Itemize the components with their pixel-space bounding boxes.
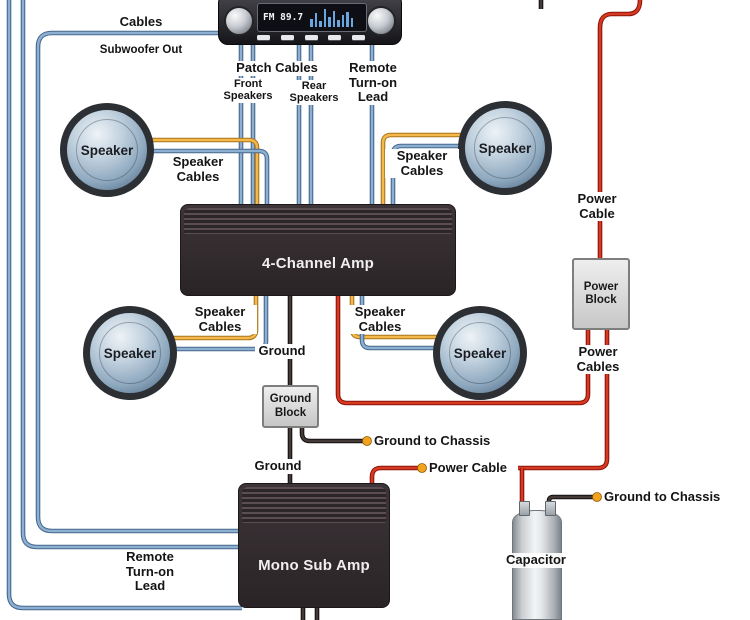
- label-ground-upper: Ground: [255, 343, 309, 359]
- wire-ground-block-to-chassis: [299, 427, 363, 444]
- wire-ground-capacitor-to-chassis: [547, 495, 593, 505]
- label-speaker-cables-rear-left: Speaker Cables: [183, 304, 257, 335]
- four-channel-amp: 4-Channel Amp: [180, 204, 456, 296]
- radio-preset-buttons: [257, 35, 365, 40]
- eq-bar-icon: [332, 10, 336, 27]
- label-ground-to-chassis-2: Ground to Chassis: [604, 489, 721, 504]
- volume-knob-icon: [224, 6, 254, 36]
- eq-bar-icon: [310, 18, 313, 27]
- ground-chassis-dot-1-icon: [362, 436, 372, 446]
- wire-ground-block-to-chassis: [300, 427, 363, 443]
- speaker-rear-right: Speaker: [433, 306, 527, 400]
- label-capacitor: Capacitor: [497, 552, 575, 568]
- label-power-cable-top: Power Cable: [565, 191, 629, 222]
- ground-chassis-dot-2-icon: [592, 492, 602, 502]
- speaker-front-left: Speaker: [60, 103, 154, 197]
- capacitor-negative-terminal: [545, 501, 556, 516]
- radio-button-icon: [328, 35, 342, 40]
- label-power-cables: Power Cables: [566, 344, 630, 375]
- four-channel-amp-label: 4-Channel Amp: [261, 254, 375, 272]
- speaker-label: Speaker: [80, 142, 134, 158]
- eq-bar-icon: [323, 8, 327, 27]
- equalizer-bars-icon: [310, 8, 354, 27]
- power-cable-dot-icon: [417, 463, 427, 473]
- mono-sub-amp: Mono Sub Amp: [238, 483, 390, 608]
- speaker-label: Speaker: [453, 345, 507, 361]
- label-ground-to-chassis-1: Ground to Chassis: [374, 433, 491, 448]
- radio-button-icon: [280, 35, 294, 40]
- label-remote-turn-on-lead-top: Remote Turn-on Lead: [339, 60, 407, 105]
- label-speaker-cables-front-right: Speaker Cables: [385, 148, 459, 179]
- speaker-rear-left: Speaker: [83, 306, 177, 400]
- tuner-knob-icon: [366, 6, 396, 36]
- speaker-label: Speaker: [478, 140, 532, 156]
- power-block: Power Block: [572, 258, 630, 330]
- eq-bar-icon: [341, 14, 345, 27]
- head-unit: FM 89.7: [218, 0, 402, 45]
- radio-button-icon: [257, 35, 270, 40]
- wire-remote-lead-to-sub-amp: [7, 0, 242, 610]
- speaker-front-right: Speaker: [458, 101, 552, 195]
- capacitor-positive-terminal: [519, 501, 530, 516]
- wire-speaker-cable-fl-blue: [150, 149, 269, 206]
- wire-power-cable-to-capacitor: [518, 328, 609, 470]
- mono-sub-amp-label: Mono Sub Amp: [258, 557, 370, 574]
- label-ground-lower: Ground: [251, 458, 305, 474]
- label-front-speakers: Front Speakers: [217, 78, 279, 103]
- eq-bar-icon: [328, 16, 331, 27]
- wire-subwoofer-cable-1: [21, 0, 242, 549]
- label-rear-speakers: Rear Speakers: [283, 80, 345, 105]
- speaker-label: Speaker: [103, 345, 157, 361]
- wire-power-cable-to-4ch-amp: [336, 293, 590, 405]
- eq-bar-icon: [346, 11, 349, 27]
- radio-button-icon: [352, 35, 365, 40]
- radio-display: FM 89.7: [257, 3, 367, 32]
- wire-speaker-cable-fr-yellow: [381, 133, 464, 206]
- radio-button-icon: [304, 35, 318, 40]
- wire-power-cable-to-sub-amp: [370, 466, 419, 485]
- eq-bar-icon: [350, 17, 354, 27]
- eq-bar-icon: [314, 12, 318, 27]
- label-patch-cables: Patch Cables: [225, 60, 329, 76]
- wire-power-cable-from-battery: [598, 0, 642, 260]
- label-subwoofer-out-cables: Cables Subwoofer Out: [99, 13, 183, 56]
- wire-speaker-cable-rr-blue: [360, 293, 437, 350]
- radio-frequency: FM 89.7: [263, 12, 304, 23]
- wire-subwoofer-cable-2: [36, 31, 242, 533]
- label-remote-turn-on-lead-bottom: Remote Turn-on Lead: [111, 549, 189, 594]
- label-speaker-cables-rear-right: Speaker Cables: [343, 304, 417, 335]
- eq-bar-icon: [337, 19, 340, 27]
- eq-bar-icon: [319, 20, 322, 27]
- ground-block: Ground Block: [262, 385, 319, 428]
- wire-speaker-cable-fl-yellow: [148, 138, 259, 206]
- label-speaker-cables-front-left: Speaker Cables: [161, 154, 235, 185]
- label-power-cable-mid: Power Cable: [429, 460, 517, 476]
